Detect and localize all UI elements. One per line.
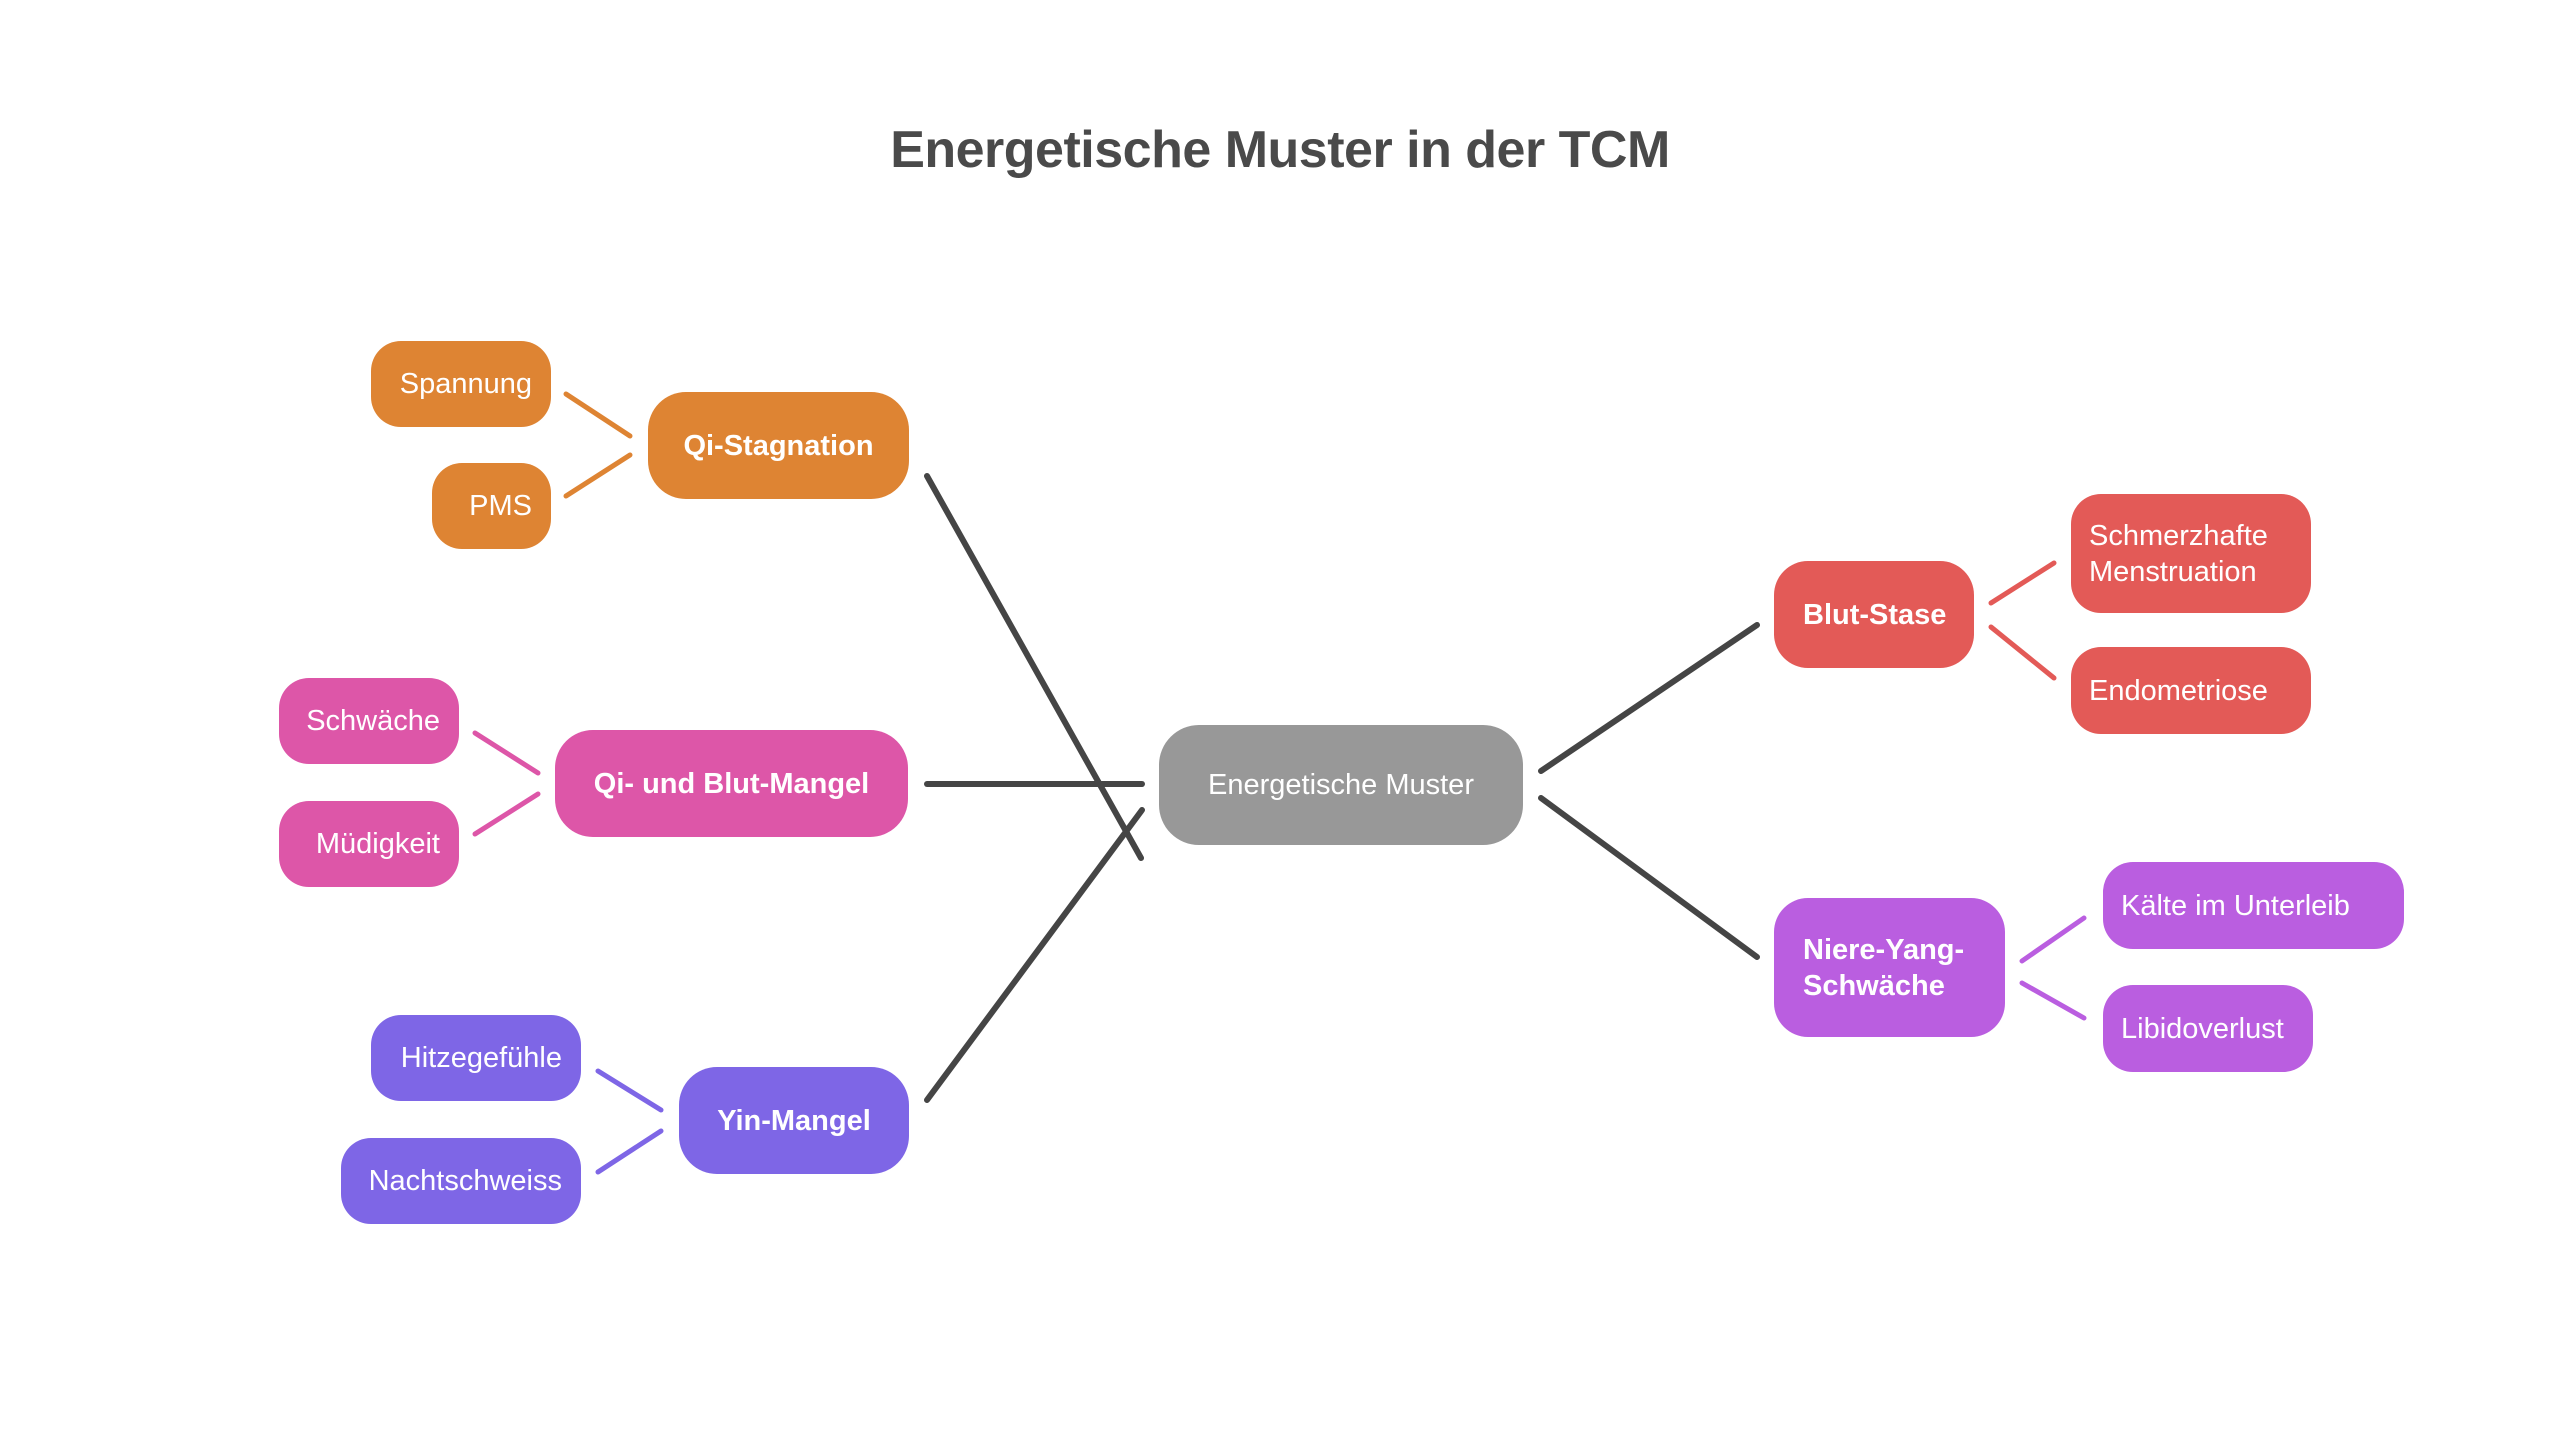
link-qi-stagnation-pms [563, 452, 633, 499]
link-qi-blut-mangel-schwaeche [472, 730, 541, 776]
leaf-node-label: Endometriose [2089, 674, 2268, 707]
link-center-yin-mangel [924, 807, 1145, 1103]
link-blut-stase-schmerzhafte-menstruation [1988, 560, 2057, 606]
link-center-niere-yang [1538, 795, 1760, 960]
branch-node-yin-mangel[interactable]: Yin-Mangel [679, 1067, 909, 1174]
branch-node-label: Blut-Stase [1803, 598, 1947, 631]
leaf-node-muedigkeit[interactable]: Müdigkeit [279, 801, 459, 887]
leaf-node-label: Schwäche [306, 705, 440, 737]
diagram-title: Energetische Muster in der TCM [890, 121, 1670, 179]
link-qi-stagnation-spannung [563, 391, 633, 439]
leaf-node-hitzegefuehle[interactable]: Hitzegefühle [371, 1015, 581, 1101]
leaf-node-pms[interactable]: PMS [432, 463, 551, 549]
branch-node-label: Qi- und Blut-Mangel [593, 767, 870, 800]
branch-node-blut-stase[interactable]: Blut-Stase [1774, 561, 1974, 668]
link-yin-mangel-hitzegefuehle [595, 1068, 664, 1113]
leaf-node-schmerzhafte-menstruation[interactable]: Schmerzhafte Menstruation [2071, 494, 2311, 613]
leaf-node-label: Spannung [399, 368, 532, 400]
branch-node-label: Yin-Mangel [717, 1104, 871, 1137]
branch-node-qi-stagnation[interactable]: Qi-Stagnation [648, 392, 909, 499]
leaf-node-label: Nachtschweiss [368, 1165, 562, 1197]
branch-node-label: Qi-Stagnation [683, 429, 874, 462]
link-center-blut-stase [1538, 622, 1760, 774]
leaf-node-label: Libidoverlust [2121, 1012, 2284, 1045]
leaf-node-label: Hitzegefühle [400, 1042, 562, 1074]
leaf-node-label: PMS [469, 490, 532, 522]
leaf-node-label: Schmerzhafte Menstruation [2089, 519, 2268, 588]
link-qi-blut-mangel-muedigkeit [472, 791, 541, 837]
link-niere-yang-libidoverlust [2019, 980, 2087, 1021]
branch-node-qi-blut-mangel[interactable]: Qi- und Blut-Mangel [555, 730, 908, 837]
branch-node-niere-yang-schwaeche[interactable]: Niere-Yang- Schwäche [1774, 898, 2005, 1037]
link-center-qi-stagnation [924, 473, 1144, 861]
leaf-node-nachtschweiss[interactable]: Nachtschweiss [341, 1138, 581, 1224]
center-node[interactable]: Energetische Muster [1159, 725, 1523, 845]
leaf-node-endometriose[interactable]: Endometriose [2071, 647, 2311, 734]
leaf-node-kaelte-im-unterleib[interactable]: Kälte im Unterleib [2103, 862, 2404, 949]
leaf-node-spannung[interactable]: Spannung [371, 341, 551, 427]
link-yin-mangel-nachtschweiss [595, 1128, 664, 1175]
branch-node-label: Niere-Yang- Schwäche [1803, 933, 1965, 1002]
link-blut-stase-endometriose [1988, 624, 2057, 681]
link-niere-yang-kaelte [2019, 915, 2087, 964]
leaf-node-schwaeche[interactable]: Schwäche [279, 678, 459, 764]
leaf-node-label: Kälte im Unterleib [2121, 889, 2350, 922]
center-node-label: Energetische Muster [1208, 769, 1474, 801]
leaf-node-libidoverlust[interactable]: Libidoverlust [2103, 985, 2313, 1072]
leaf-node-label: Müdigkeit [315, 828, 440, 860]
